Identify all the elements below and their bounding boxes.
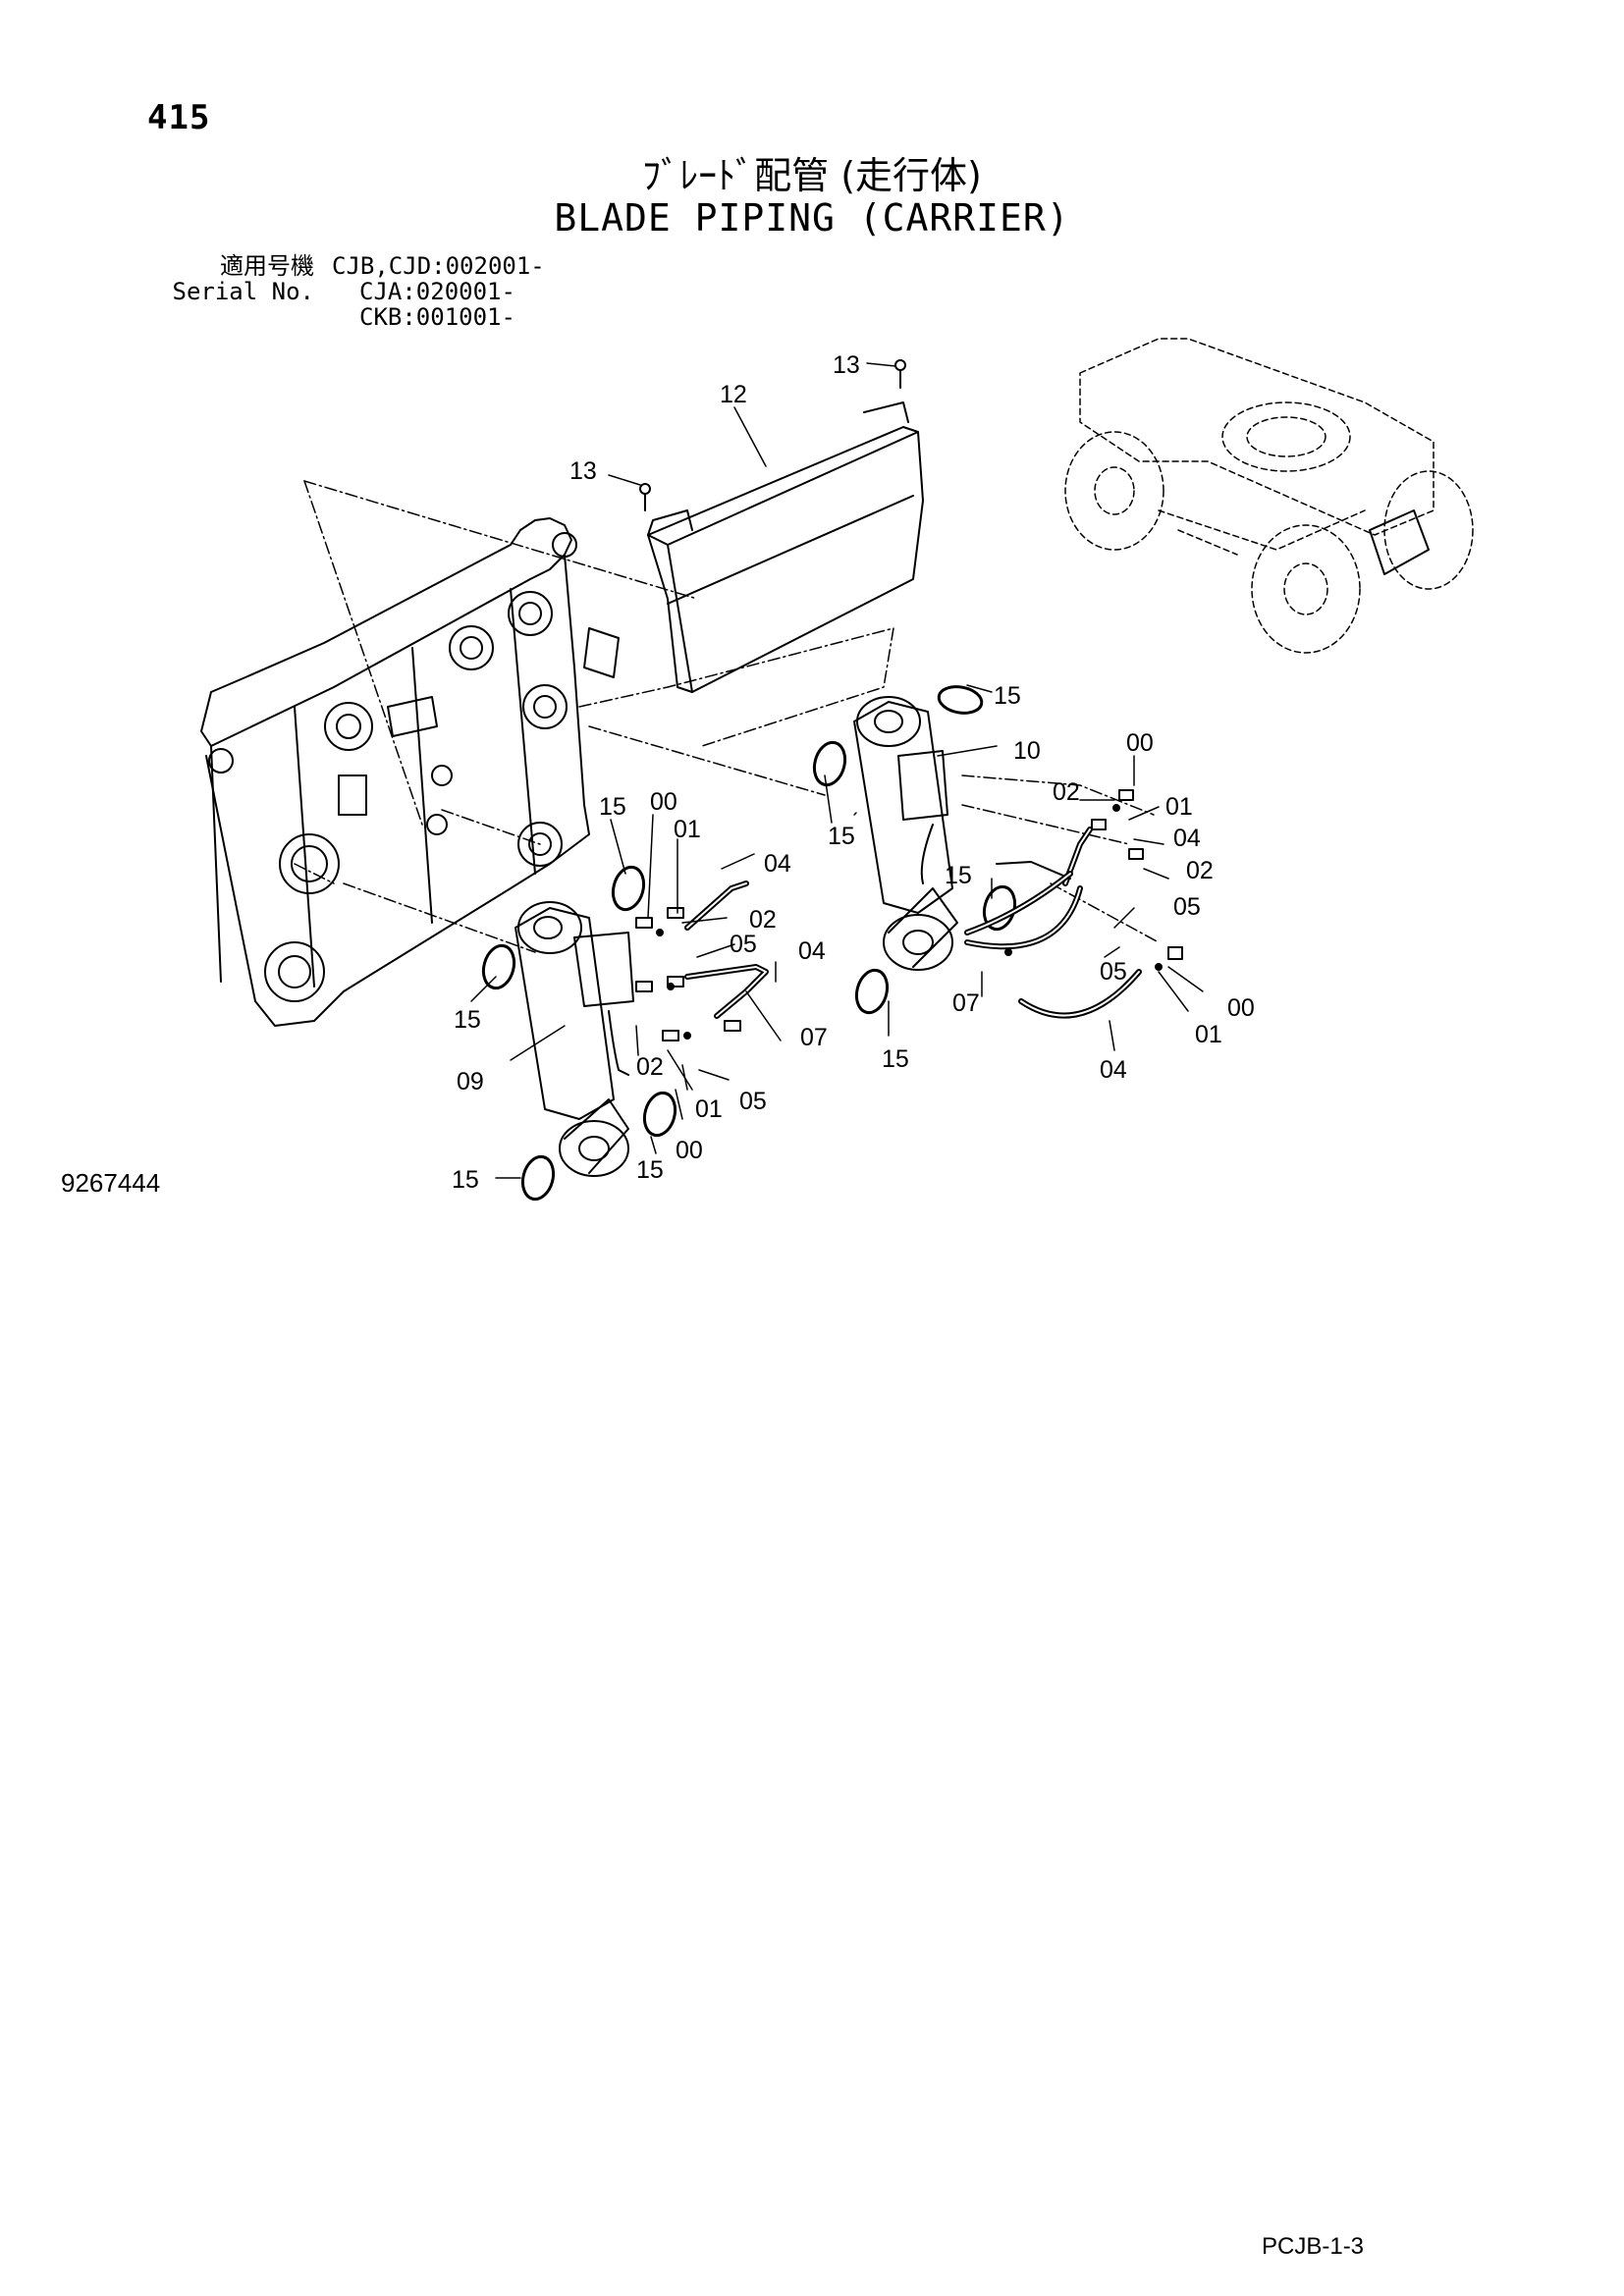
callout-15: 15	[454, 1006, 481, 1034]
seal-rings-15	[481, 685, 1017, 1201]
carrier-frame	[200, 517, 620, 1027]
cylinder-part-10	[853, 696, 958, 971]
callout-09: 09	[457, 1068, 484, 1095]
callout-labels: 12 13 13 15 15 15 15 15 15 15 15 10 09 0…	[452, 351, 1255, 1194]
callout-15: 15	[636, 1156, 664, 1184]
callout-04: 04	[798, 937, 826, 965]
callout-00: 00	[676, 1137, 703, 1164]
page-number: 415	[147, 98, 211, 137]
callout-13: 13	[833, 351, 860, 379]
carrier-thumbnail-blade	[1369, 509, 1430, 575]
drawing-number: 9267444	[61, 1168, 161, 1198]
callout-04: 04	[1173, 825, 1201, 852]
callout-05: 05	[1100, 958, 1127, 986]
callout-15: 15	[828, 823, 855, 850]
callout-05: 05	[730, 931, 757, 958]
callout-01: 01	[1165, 793, 1193, 821]
callout-05: 05	[739, 1088, 767, 1115]
callout-12: 12	[720, 381, 747, 408]
cover-part-12	[639, 359, 924, 693]
callout-00: 00	[1126, 729, 1154, 757]
serial-label-en: Serial No.	[172, 278, 315, 305]
callout-04: 04	[764, 850, 791, 878]
callout-05: 05	[1173, 893, 1201, 921]
alignment-lines	[294, 480, 1160, 953]
callout-01: 01	[1195, 1021, 1222, 1048]
callout-02: 02	[749, 906, 777, 934]
callout-15: 15	[945, 862, 972, 889]
callout-15: 15	[599, 793, 626, 821]
parts-diagram: 12 13 13 15 15 15 15 15 15 15 15 10 09 0…	[200, 338, 1474, 1201]
serial-row: 適用号機 CJB,CJD:002001-	[147, 253, 545, 279]
serial-value: CKB:001001-	[359, 303, 515, 331]
serial-value: CJB,CJD:002001-	[332, 252, 545, 280]
callout-10: 10	[1013, 737, 1041, 765]
callout-00: 00	[1227, 994, 1255, 1022]
callout-00: 00	[650, 788, 677, 816]
callout-02: 02	[1186, 857, 1214, 884]
callout-07: 07	[800, 1024, 828, 1051]
callout-02: 02	[1053, 778, 1080, 806]
callout-15: 15	[994, 682, 1021, 710]
callout-01: 01	[674, 816, 701, 843]
carrier-thumbnail	[1064, 338, 1474, 654]
hoses-and-fittings	[635, 789, 1183, 1041]
callout-04: 04	[1100, 1056, 1127, 1084]
page-code: PCJB-1-3	[1262, 2233, 1365, 2260]
callout-07: 07	[952, 989, 980, 1017]
callout-13: 13	[569, 457, 597, 485]
serial-row: . CKB:001001-	[147, 304, 545, 330]
cylinder-part-09	[514, 901, 634, 1177]
title-english: BLADE PIPING (CARRIER)	[554, 196, 1070, 240]
callout-01: 01	[695, 1095, 723, 1123]
callout-02: 02	[636, 1053, 664, 1081]
serial-value: CJA:020001-	[359, 278, 515, 305]
serial-block: 適用号機 CJB,CJD:002001- Serial No. CJA:0200…	[147, 253, 545, 330]
serial-row: Serial No. CJA:020001-	[147, 279, 545, 304]
callout-15: 15	[882, 1045, 909, 1073]
title-japanese: ﾌﾞﾚｰﾄﾞ配管 (走行体)	[642, 154, 982, 197]
callout-15: 15	[452, 1166, 479, 1194]
serial-label-jp: 適用号機	[220, 252, 314, 280]
leader-lines	[470, 362, 1204, 1179]
